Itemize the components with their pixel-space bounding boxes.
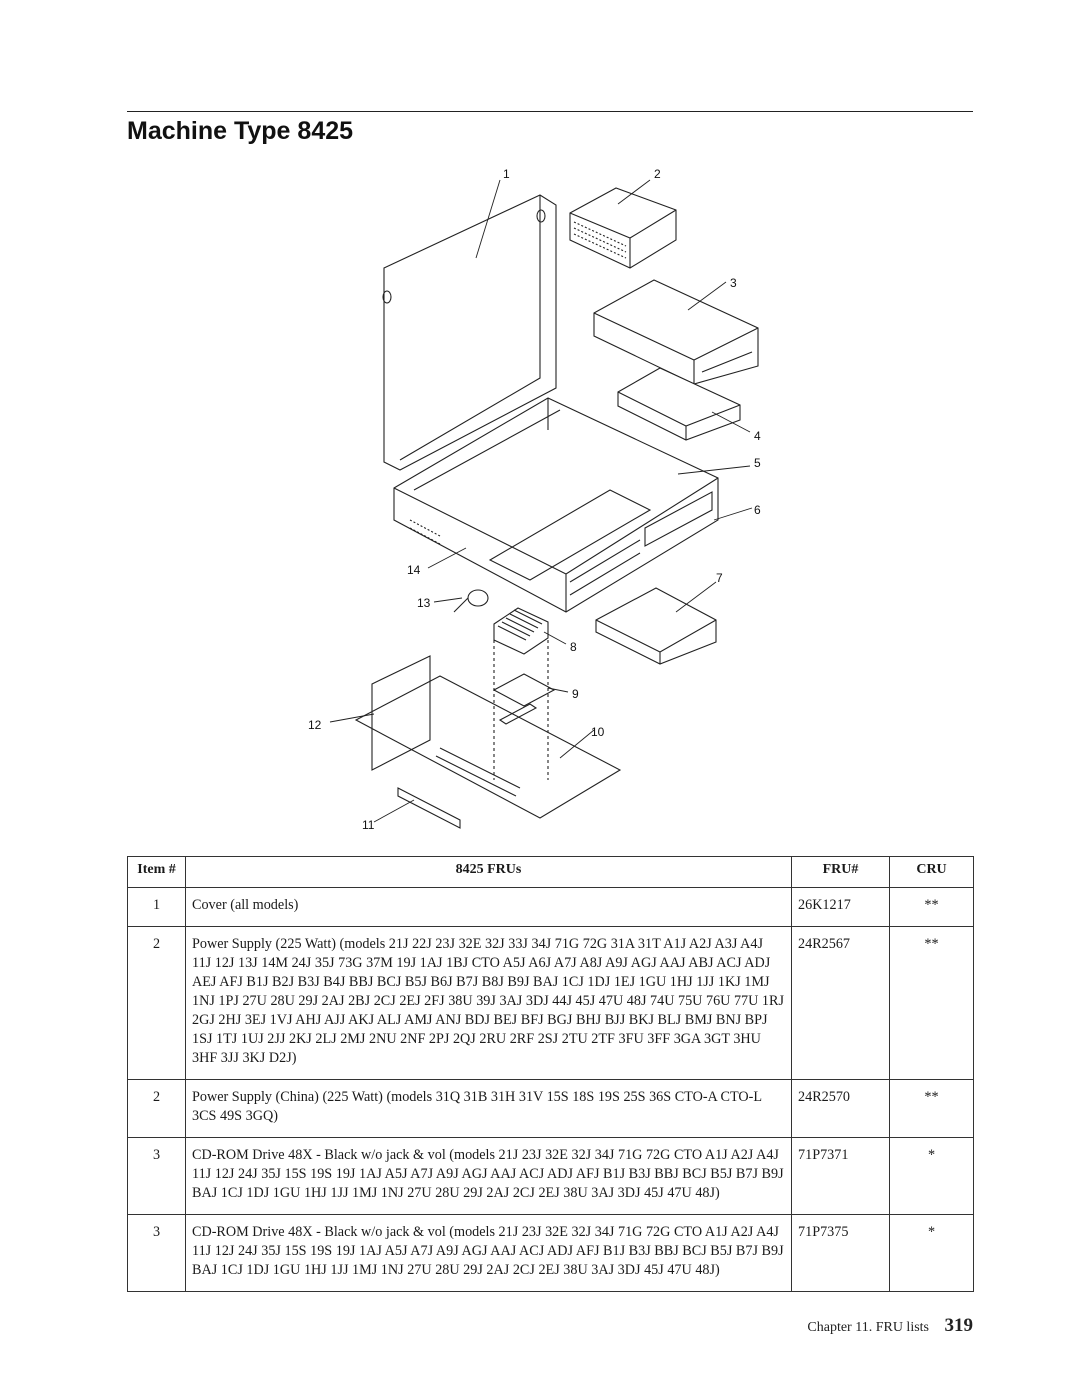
drive-4-part — [617, 367, 741, 441]
cdrom-drive-part — [593, 279, 759, 385]
footer-chapter: Chapter 11. FRU lists — [807, 1320, 929, 1335]
chassis-part — [393, 397, 719, 613]
page-number: 319 — [944, 1315, 974, 1336]
callout-8: 8 — [570, 640, 577, 654]
cru-value: ** — [889, 1079, 974, 1138]
callout-leader-lines — [329, 179, 753, 823]
callout-3: 3 — [730, 276, 737, 290]
item-number: 3 — [127, 1137, 186, 1215]
callout-labels: 1 2 3 4 5 6 7 8 9 10 11 12 13 14 — [308, 167, 761, 832]
drive-7-part — [595, 587, 717, 665]
page-title: Machine Type 8425 — [127, 117, 354, 145]
memory-module-part — [397, 787, 461, 829]
power-supply-part — [569, 187, 677, 269]
callout-14: 14 — [407, 563, 421, 577]
page-footer: Chapter 11. FRU lists 319 — [807, 1315, 973, 1337]
callout-10: 10 — [591, 725, 605, 739]
fru-table: Item # 8425 FRUs FRU# CRU 1 Cover (all m… — [127, 856, 974, 1292]
fru-description: Power Supply (225 Watt) (models 21J 22J … — [185, 926, 792, 1080]
fru-number: 24R2570 — [791, 1079, 890, 1138]
table-row: 3 CD-ROM Drive 48X - Black w/o jack & vo… — [127, 1214, 974, 1292]
table-row: 1 Cover (all models) 26K1217 ** — [127, 887, 974, 927]
item-number: 2 — [127, 926, 186, 1080]
table-row: 2 Power Supply (China) (225 Watt) (model… — [127, 1079, 974, 1138]
callout-11: 11 — [362, 818, 375, 832]
item-number: 2 — [127, 1079, 186, 1138]
fru-number: 71P7375 — [791, 1214, 890, 1292]
header-frus: 8425 FRUs — [185, 856, 792, 888]
callout-5: 5 — [754, 456, 761, 470]
cru-value: ** — [889, 887, 974, 927]
table-row: 2 Power Supply (225 Watt) (models 21J 22… — [127, 926, 974, 1080]
cru-value: ** — [889, 926, 974, 1080]
table-header-row: Item # 8425 FRUs FRU# CRU — [127, 856, 974, 888]
header-fru: FRU# — [791, 856, 890, 888]
item-number: 3 — [127, 1214, 186, 1292]
cru-value: * — [889, 1137, 974, 1215]
table-row: 3 CD-ROM Drive 48X - Black w/o jack & vo… — [127, 1137, 974, 1215]
title-rule — [127, 111, 973, 112]
fru-description: Cover (all models) — [185, 887, 792, 927]
system-board-part — [354, 640, 622, 819]
cru-value: * — [889, 1214, 974, 1292]
callout-13: 13 — [417, 596, 431, 610]
fru-number: 26K1217 — [791, 887, 890, 927]
callout-12: 12 — [308, 718, 322, 732]
header-item: Item # — [127, 856, 186, 888]
callout-2: 2 — [654, 167, 661, 181]
callout-1: 1 — [503, 167, 510, 181]
exploded-parts-diagram: 1 2 3 4 5 6 7 8 9 10 11 12 13 14 — [308, 167, 761, 832]
fru-number: 71P7371 — [791, 1137, 890, 1215]
fru-description: CD-ROM Drive 48X - Black w/o jack & vol … — [185, 1137, 792, 1215]
heatsink-part — [493, 607, 549, 655]
cover-part — [382, 194, 557, 471]
processor-part — [492, 673, 556, 707]
fru-description: CD-ROM Drive 48X - Black w/o jack & vol … — [185, 1214, 792, 1292]
callout-4: 4 — [754, 429, 761, 443]
callout-6: 6 — [754, 503, 761, 517]
callout-7: 7 — [716, 571, 723, 585]
fru-number: 24R2567 — [791, 926, 890, 1080]
fru-description: Power Supply (China) (225 Watt) (models … — [185, 1079, 792, 1138]
header-cru: CRU — [889, 856, 974, 888]
speaker-part — [453, 589, 489, 613]
callout-9: 9 — [572, 687, 579, 701]
item-number: 1 — [127, 887, 186, 927]
